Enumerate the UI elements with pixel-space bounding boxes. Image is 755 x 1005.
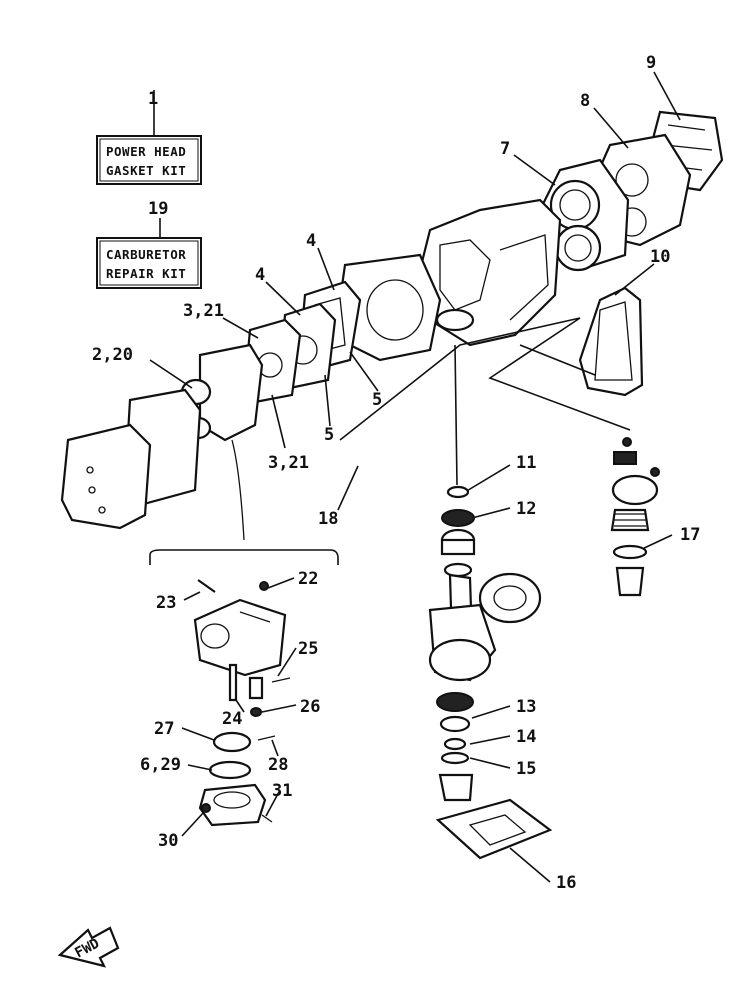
callout-5b: 5 bbox=[324, 425, 334, 445]
carburetor-and-silencer bbox=[60, 343, 264, 541]
leader-lines-upper bbox=[149, 71, 681, 883]
callout-11: 11 bbox=[516, 453, 536, 473]
callout-18: 18 bbox=[318, 509, 338, 529]
callout-25: 25 bbox=[298, 639, 318, 659]
base-gasket bbox=[435, 798, 553, 860]
callout-12: 12 bbox=[516, 499, 536, 519]
callout-19: 19 bbox=[148, 199, 168, 219]
callout-4b: 4 bbox=[255, 265, 265, 285]
callout-5a: 5 bbox=[372, 390, 382, 410]
power-head-gasket-kit-box: 1 POWER HEAD GASKET KIT bbox=[96, 89, 202, 185]
leader-lines-carb-detail bbox=[181, 577, 297, 837]
callout-27: 27 bbox=[154, 719, 174, 739]
thermostat-assembly bbox=[610, 437, 660, 597]
callout-2-20: 2,20 bbox=[92, 345, 133, 365]
reference-lines bbox=[339, 317, 631, 486]
callout-8: 8 bbox=[580, 91, 590, 111]
callout-3-21a: 3,21 bbox=[183, 301, 224, 321]
callout-17: 17 bbox=[680, 525, 700, 545]
callout-30: 30 bbox=[158, 831, 178, 851]
callout-10: 10 bbox=[650, 247, 670, 267]
callout-7: 7 bbox=[500, 139, 510, 159]
callout-22: 22 bbox=[298, 569, 318, 589]
callout-15: 15 bbox=[516, 759, 536, 779]
cylinder-block bbox=[338, 198, 562, 362]
callout-14: 14 bbox=[516, 727, 536, 747]
lower-bearings bbox=[436, 692, 474, 802]
kit-19-line2: REPAIR KIT bbox=[106, 266, 186, 281]
carburetor-repair-kit-box: 19 CARBURETOR REPAIR KIT bbox=[96, 199, 202, 289]
callout-9: 9 bbox=[646, 53, 656, 73]
callout-13: 13 bbox=[516, 697, 536, 717]
callout-23: 23 bbox=[156, 593, 176, 613]
exhaust-cover bbox=[578, 286, 644, 397]
callout-4a: 4 bbox=[306, 231, 316, 251]
callout-labels: 9 8 7 10 4 4 3,21 2,20 5 5 3,21 18 11 12… bbox=[92, 53, 700, 893]
kit-19-line1: CARBURETOR bbox=[106, 247, 186, 262]
callout-16: 16 bbox=[556, 873, 576, 893]
callout-1: 1 bbox=[148, 89, 158, 109]
upper-bearings bbox=[440, 485, 476, 578]
callout-28: 28 bbox=[268, 755, 288, 775]
intake-gaskets bbox=[243, 280, 362, 404]
cylinder-head-assembly bbox=[538, 110, 724, 272]
kit-1-line2: GASKET KIT bbox=[106, 163, 186, 178]
callout-3-21b: 3,21 bbox=[268, 453, 309, 473]
kit-1-line1: POWER HEAD bbox=[106, 144, 186, 159]
callout-6-29: 6,29 bbox=[140, 755, 181, 775]
carburetor-detail bbox=[149, 549, 339, 827]
callout-31: 31 bbox=[272, 781, 292, 801]
callout-26: 26 bbox=[300, 697, 320, 717]
crankshaft bbox=[428, 572, 542, 682]
forward-arrow: FWD bbox=[57, 926, 120, 968]
callout-24: 24 bbox=[222, 709, 242, 729]
